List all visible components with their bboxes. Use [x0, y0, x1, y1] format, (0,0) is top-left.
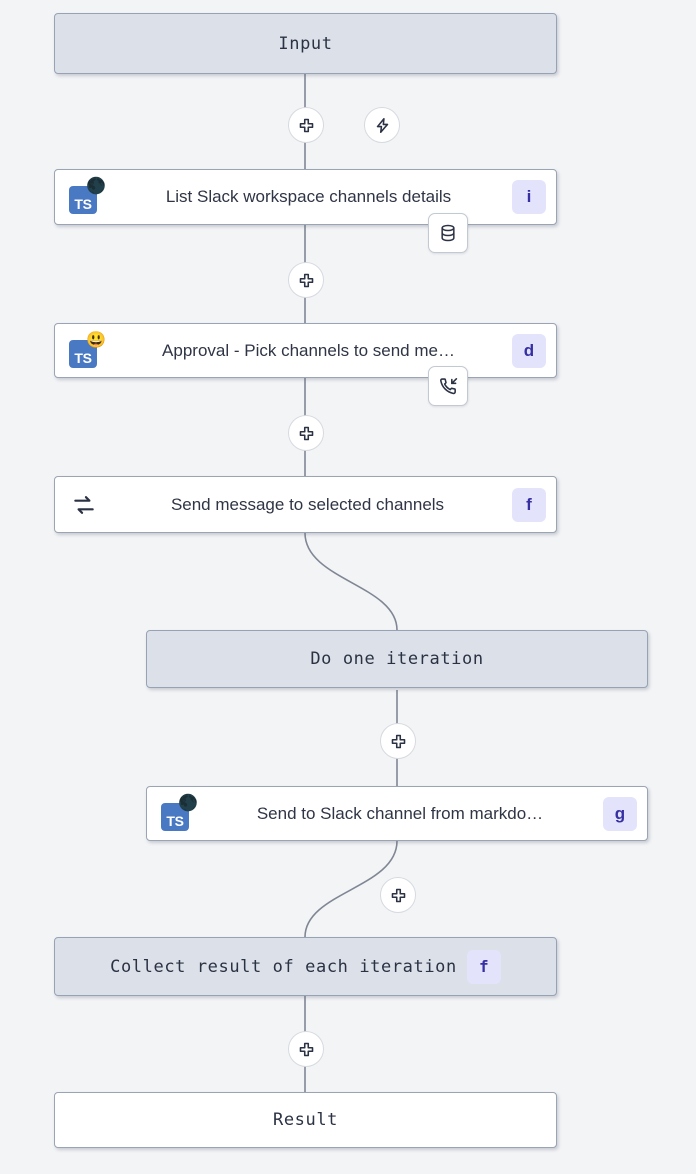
slack-dark-logo-badge-icon: 🌑	[178, 794, 198, 812]
quick-action-button[interactable]	[364, 107, 400, 143]
loop-icon-wrap	[69, 490, 99, 520]
node-list-slack-workspace-channels[interactable]: TS 🌑 List Slack workspace channels detai…	[54, 169, 557, 225]
node-badge-d[interactable]: d	[512, 333, 546, 368]
add-step-button-3[interactable]	[288, 415, 324, 451]
node-badge-g[interactable]: g	[603, 796, 637, 831]
node-approval-pick-channels-label: Approval - Pick channels to send me…	[162, 340, 455, 360]
loop-icon	[74, 495, 94, 514]
database-icon-chip[interactable]	[428, 213, 468, 253]
node-collect-result-label: Collect result of each iteration	[110, 956, 457, 977]
node-badge-f-2[interactable]: f	[466, 949, 501, 984]
node-list-slack-workspace-channels-label: List Slack workspace channels details	[165, 187, 452, 206]
incoming-call-icon	[439, 377, 457, 394]
ts-square: TS	[69, 186, 97, 214]
node-input[interactable]: Input	[54, 13, 557, 74]
ts-square-label: TS	[166, 812, 184, 829]
node-send-to-slack-channel-label: Send to Slack channel from markdo…	[256, 803, 544, 823]
plus-icon	[391, 734, 405, 748]
node-approval-pick-channels[interactable]: TS 😃 Approval - Pick channels to send me…	[54, 323, 557, 378]
slack-dark-logo-badge-icon: 🌑	[86, 178, 106, 195]
node-badge-f-1[interactable]: f	[512, 487, 546, 522]
node-result-label: Result	[272, 1110, 338, 1130]
add-step-button-4[interactable]	[380, 723, 416, 759]
node-input-label: Input	[278, 33, 333, 54]
add-step-button-6[interactable]	[288, 1031, 324, 1067]
database-icon	[441, 224, 455, 242]
incoming-call-icon-chip[interactable]	[428, 366, 468, 406]
typescript-icon: TS 🌑	[69, 178, 106, 214]
ts-square: TS	[69, 339, 97, 368]
node-send-message-to-selected-channels-label: Send message to selected channels	[170, 494, 445, 514]
lightning-bolt-icon	[376, 117, 388, 133]
node-do-one-iteration[interactable]: Do one iteration	[146, 630, 648, 688]
node-send-to-slack-channel[interactable]: TS 🌑 Send to Slack channel from markdo… …	[146, 786, 648, 841]
node-result[interactable]: Result	[54, 1092, 557, 1148]
node-send-message-to-selected-channels[interactable]: Send message to selected channels f	[54, 476, 557, 533]
plus-icon	[299, 1042, 313, 1056]
node-collect-result-of-each-iteration[interactable]: Collect result of each iteration f	[54, 937, 557, 996]
ts-square: TS	[161, 802, 189, 831]
smiley-face-badge-icon: 😃	[86, 331, 106, 349]
plus-icon	[299, 118, 313, 132]
add-step-button-2[interactable]	[288, 262, 324, 298]
ts-square-label: TS	[74, 349, 92, 366]
plus-icon	[299, 426, 313, 440]
node-badge-i[interactable]: i	[512, 180, 546, 214]
typescript-icon: TS 🌑	[161, 794, 198, 831]
edge-send-message-to-iteration	[304, 532, 398, 631]
typescript-icon: TS 😃	[69, 331, 106, 368]
add-step-button-5[interactable]	[380, 877, 416, 913]
plus-icon	[391, 888, 405, 902]
plus-icon	[299, 273, 313, 287]
node-do-one-iteration-label: Do one iteration	[310, 649, 484, 669]
ts-square-label: TS	[74, 196, 92, 212]
add-step-button-1[interactable]	[288, 107, 324, 143]
